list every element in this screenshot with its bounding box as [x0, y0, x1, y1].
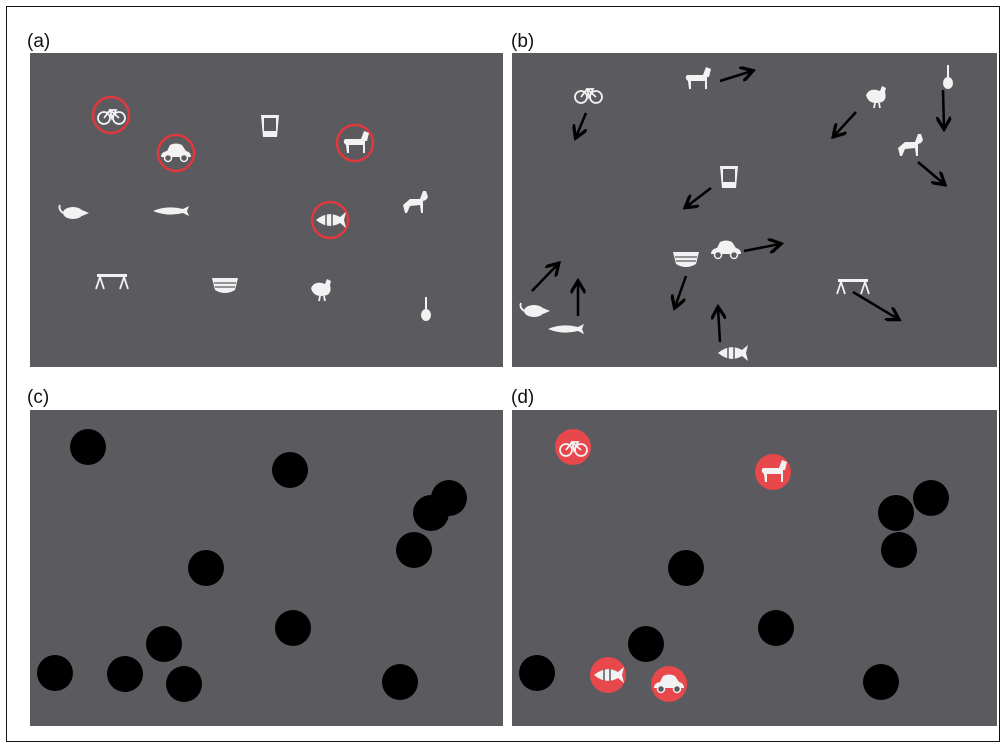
masked-disc	[431, 480, 467, 516]
panel-label-a: (a)	[27, 31, 51, 52]
piranha-icon	[718, 345, 748, 361]
fish-icon	[153, 206, 189, 216]
rat-icon	[58, 204, 89, 219]
chicken-icon	[311, 279, 331, 302]
panel-d-canvas	[519, 429, 949, 702]
horse-icon	[343, 131, 369, 153]
piranha-icon	[594, 667, 624, 683]
panel-a-canvas	[58, 95, 431, 321]
bicycle-icon	[574, 87, 603, 104]
motion-arrow	[743, 244, 780, 251]
dog-icon	[898, 134, 923, 156]
bowl-icon	[212, 278, 238, 293]
motion-arrow	[719, 71, 752, 83]
car-target-ring	[156, 133, 196, 173]
masked-disc	[758, 610, 794, 646]
motion-arrow	[576, 112, 586, 137]
panel-a-objects-with-targets	[30, 53, 503, 367]
masked-disc	[70, 429, 106, 465]
masked-disc	[519, 655, 555, 691]
masked-disc	[272, 452, 308, 488]
bicycle-target-ring	[91, 95, 131, 135]
panel-label-b: (b)	[511, 31, 535, 52]
bicycle-icon	[559, 440, 588, 457]
masked-disc	[863, 664, 899, 700]
table-icon	[95, 274, 129, 290]
motion-arrow	[686, 187, 712, 207]
cup-icon	[720, 166, 738, 188]
masked-disc	[107, 656, 143, 692]
piranha-target-ring	[310, 200, 350, 240]
cup-icon	[261, 115, 279, 137]
car-icon	[161, 143, 191, 163]
masked-disc	[166, 666, 202, 702]
piranha-icon	[316, 212, 346, 228]
horse-icon	[761, 460, 787, 482]
bicycle-icon	[97, 108, 126, 125]
table-icon	[836, 279, 870, 295]
panel-c-masked-discs	[30, 410, 503, 726]
masked-disc	[628, 626, 664, 662]
motion-arrow	[943, 89, 944, 128]
panel-label-d: (d)	[511, 387, 535, 408]
guitar-icon	[421, 297, 431, 321]
motion-arrow	[718, 308, 720, 343]
masked-disc	[396, 532, 432, 568]
panel-d-revealed-targets	[512, 410, 997, 726]
masked-disc	[881, 532, 917, 568]
panel-b-canvas	[519, 65, 953, 361]
dog-icon	[403, 191, 428, 213]
horse-icon	[685, 67, 711, 89]
masked-disc	[188, 550, 224, 586]
guitar-icon	[943, 65, 953, 89]
car-icon	[711, 240, 741, 260]
car-icon	[654, 674, 684, 694]
masked-disc	[37, 655, 73, 691]
panel-c-canvas	[37, 429, 467, 702]
figure-frame	[6, 6, 1000, 742]
masked-disc	[878, 495, 914, 531]
masked-disc	[913, 480, 949, 516]
motion-arrow	[852, 290, 898, 319]
horse-target-ring	[335, 123, 375, 163]
bowl-icon	[673, 252, 699, 267]
panel-label-c: (c)	[27, 387, 50, 408]
panel-b-moving-objects	[512, 53, 997, 367]
masked-disc	[668, 550, 704, 586]
motion-arrow	[531, 264, 558, 292]
rat-icon	[519, 302, 550, 317]
fish-icon	[548, 324, 584, 334]
motion-arrow	[675, 275, 688, 307]
motion-arrow	[917, 161, 944, 184]
chicken-icon	[866, 86, 886, 109]
masked-disc	[275, 610, 311, 646]
masked-disc	[146, 626, 182, 662]
masked-disc	[382, 664, 418, 700]
motion-arrow	[834, 111, 857, 136]
